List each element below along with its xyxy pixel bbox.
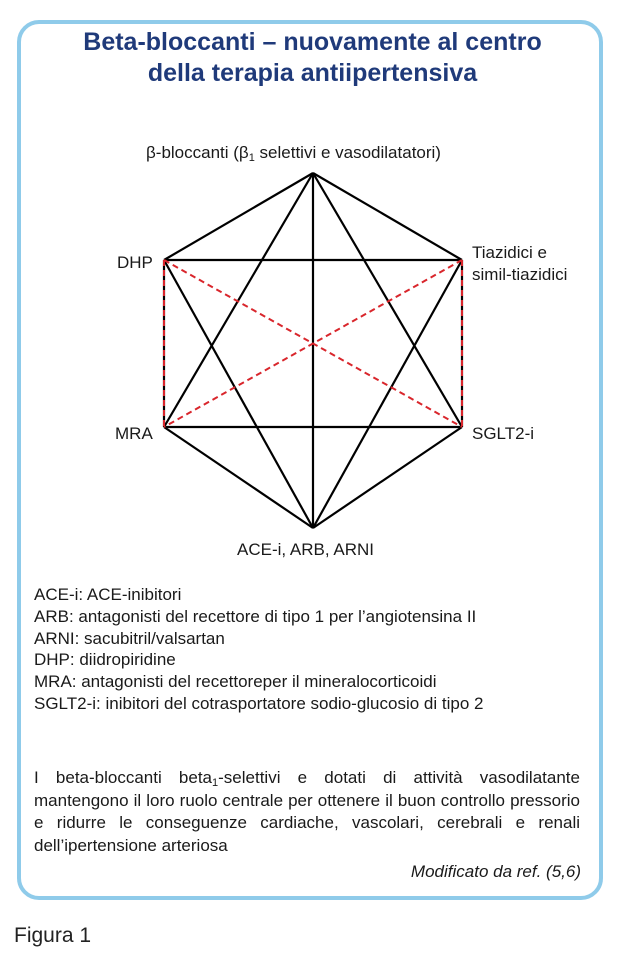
- title-line-1: Beta-bloccanti – nuovamente al centro: [83, 28, 542, 56]
- edge-tiazidici-ace: [312, 259, 463, 529]
- title-line-2: della terapia antiipertensiva: [147, 59, 478, 87]
- node-tiazidici-line-2: simil-tiazidici: [472, 265, 568, 284]
- legend-item: SGLT2-i: inibitori del cotrasportatore s…: [34, 693, 484, 713]
- legend-item: ACE-i: ACE-inibitori: [34, 585, 182, 604]
- legend-item: DHP: diidropiridine: [34, 650, 176, 670]
- dashed-edge-tiazidici-mra: [163, 259, 463, 428]
- abbreviation-legend: ACE-i: ACE-inibitori ARB: antagonisti de…: [34, 584, 483, 715]
- edge-beta-dhp: [163, 172, 314, 261]
- node-beta-text: β-bloccanti (β: [146, 143, 249, 162]
- description-text: I beta-bloccanti beta: [34, 768, 213, 787]
- legend-item: ARB: antagonisti del recettore di tipo 1…: [34, 606, 477, 626]
- legend-item: ARNI: sacubitril/valsartan: [34, 628, 225, 648]
- dashed-edges: [163, 259, 463, 428]
- description-paragraph: I beta-bloccanti beta1-selettivi e dotat…: [34, 767, 580, 857]
- edge-beta-mra: [163, 172, 314, 428]
- node-tiazidici-line-1: Tiazidici e: [472, 243, 547, 262]
- legend-item: MRA: antagonisti del recettoreper il min…: [34, 672, 437, 692]
- edge-mra-ace: [163, 426, 314, 529]
- edge-sglt2-ace: [312, 426, 463, 529]
- solid-edges: [162, 172, 464, 529]
- figure-title: Beta-bloccanti – nuovamente al centro de…: [20, 27, 605, 89]
- node-dhp: DHP: [117, 253, 153, 272]
- edge-dhp-ace: [163, 259, 314, 529]
- description-text-rest: -selettivi e dotati di attività vasodila…: [34, 768, 580, 855]
- figure-frame: [17, 20, 603, 900]
- node-beta-subscript: 1: [248, 152, 255, 164]
- node-tiazidici: Tiazidici e simil-tiazidici: [472, 242, 567, 286]
- node-ace-arb-arni: ACE-i, ARB, ARNI: [237, 540, 374, 559]
- source-note: Modificato da ref. (5,6): [410, 862, 581, 881]
- figure-caption: Figura 1: [14, 924, 92, 947]
- node-beta-bloccanti: β-bloccanti (β1 selettivi e vasodilatato…: [146, 142, 441, 164]
- edge-beta-tiazidici: [312, 172, 463, 261]
- node-sglt2: SGLT2-i: [472, 424, 535, 443]
- node-beta-text-rest: selettivi e vasodilatatori): [254, 143, 441, 162]
- node-mra: MRA: [115, 424, 153, 443]
- description-subscript: 1: [212, 777, 219, 789]
- edge-beta-sglt2: [312, 172, 463, 428]
